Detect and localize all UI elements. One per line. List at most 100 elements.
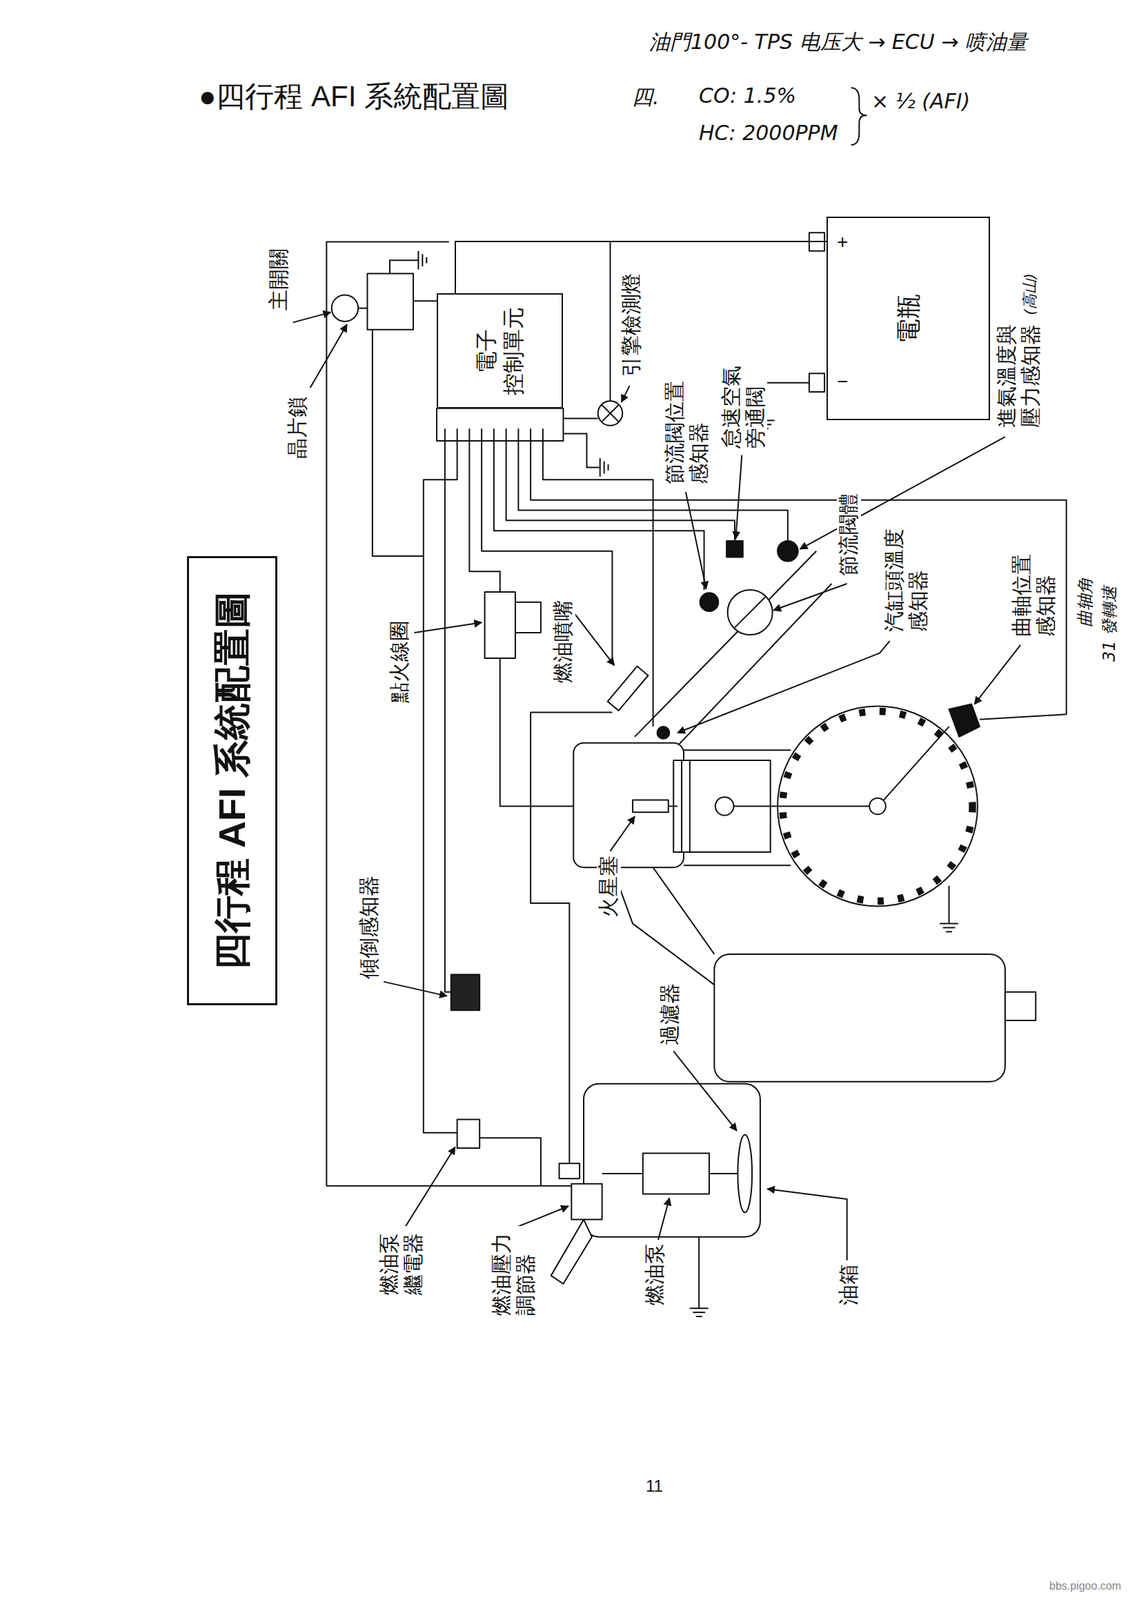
wiring — [372, 329, 424, 557]
engine — [777, 706, 978, 907]
leader-line — [685, 491, 707, 590]
engine — [683, 864, 791, 866]
fuel-tank — [583, 1083, 761, 1237]
intake-system — [727, 589, 773, 635]
intake-system — [734, 596, 766, 628]
engine — [883, 726, 950, 800]
exhaust-muffler — [1005, 992, 1036, 1021]
part-label: 傾倒感知器 — [357, 874, 382, 980]
system-illustration — [293, 87, 1067, 1317]
intake-system — [634, 540, 832, 750]
leader-line — [414, 622, 483, 633]
part-label: 燃油噴嘴 — [551, 599, 576, 684]
fuel-tank — [737, 1134, 752, 1213]
part-label: 節流閥體 — [836, 492, 861, 577]
exhaust-muffler — [611, 867, 715, 985]
rotated-diagram: 四行程 AFI 系統配置圖電子 控制單元電瓶主開關晶片鎖引擎檢測燈節流閥位置 感… — [165, 200, 1132, 1360]
ecu-connector — [505, 428, 508, 441]
intake-system — [657, 726, 670, 739]
relay-and-tip-sensor — [451, 974, 480, 1148]
leader-line — [404, 1147, 456, 1229]
exhaust-muffler — [714, 954, 1006, 1082]
ecu-connector — [436, 408, 563, 441]
leader-line — [610, 816, 635, 851]
engine — [869, 798, 886, 815]
ignition-coil — [515, 602, 541, 633]
leader-line — [677, 640, 890, 733]
exhaust-muffler — [611, 867, 1036, 1082]
relay-and-tip-sensor — [451, 974, 480, 1011]
ground-symbol — [765, 382, 810, 421]
leader-line — [293, 312, 332, 323]
engine — [733, 805, 870, 807]
ground-symbol — [945, 930, 953, 933]
leader-line — [735, 455, 742, 539]
engine — [949, 704, 980, 737]
main-switch — [331, 294, 359, 321]
leader-line — [293, 312, 1022, 1261]
part-label: 過濾器 — [658, 982, 683, 1046]
part-label: 燃油泵 繼電器 — [377, 1225, 425, 1296]
note-text: × ½ (AFI) — [870, 89, 971, 114]
ecu-connector — [436, 408, 563, 441]
ground-symbol — [417, 251, 419, 270]
node-text: 四行程 AFI 系統配置圖 — [209, 591, 255, 971]
battery-terminal — [809, 232, 825, 392]
leader-line — [767, 1188, 847, 1261]
part-label: 怠速空氣 旁通閥 — [719, 358, 768, 450]
fuel-tank — [551, 1219, 592, 1284]
exhaust-muffler — [653, 867, 715, 955]
fuel-injector — [607, 666, 649, 711]
fuel-injector — [607, 666, 649, 711]
part-label: 火星塞 — [596, 854, 621, 919]
part-label: 油箱 — [836, 1263, 861, 1306]
main-switch — [331, 273, 414, 330]
ecu-connector — [480, 428, 483, 441]
engine — [683, 749, 791, 751]
part-label: 點火線圈 — [387, 619, 412, 704]
part-label: 引擎檢測燈 — [619, 272, 644, 378]
ground-symbol — [607, 464, 610, 471]
note-text: 四. — [631, 85, 661, 110]
ecu-box: 電子 控制單元 — [436, 293, 563, 409]
intake-system — [634, 551, 817, 737]
note-text: 11 — [645, 1476, 664, 1496]
note-text: HC: 2000PPM — [698, 121, 839, 146]
ground-symbol — [948, 885, 950, 924]
note-text: bbs.pigoo.com — [1048, 1579, 1122, 1593]
ground-symbol — [692, 1311, 706, 1313]
ground-symbol — [599, 458, 601, 477]
ecu-connector — [456, 428, 459, 441]
leader-line — [621, 385, 630, 403]
wiring — [326, 242, 572, 1186]
part-label: 主開關 — [266, 247, 292, 312]
ecu-connector — [493, 428, 495, 441]
warning-lamp — [602, 404, 619, 422]
ground-symbol — [689, 1307, 709, 1309]
main-switch — [358, 307, 368, 310]
wiring — [530, 440, 1067, 720]
intake-system — [726, 540, 744, 558]
ground-symbol — [562, 433, 600, 468]
ground-symbol — [939, 923, 959, 925]
intake-system — [777, 540, 799, 562]
engine — [689, 760, 691, 853]
wiring — [444, 440, 452, 993]
fuel-tank — [709, 1172, 739, 1175]
leader-line — [573, 611, 615, 666]
page-heading: ●四行程 AFI 系統配置圖 — [198, 77, 510, 116]
part-label: 汽缸頭溫度 感知器 — [882, 521, 930, 633]
ground-symbol — [603, 461, 606, 474]
part-label: 燃油壓力 調節器 — [489, 1225, 538, 1317]
engine — [715, 796, 735, 816]
part-label: 燃油泵 — [642, 1242, 668, 1306]
ignition-coil — [485, 591, 516, 659]
part-label: 31 發轉速 — [1100, 585, 1120, 663]
note-text: CO: 1.5% — [698, 84, 797, 109]
wiring — [481, 440, 612, 661]
ground-symbol — [389, 260, 419, 274]
ground-symbol — [943, 927, 956, 929]
part-label: 節流閥位置 感知器 — [662, 373, 711, 486]
relay-and-tip-sensor — [457, 1119, 481, 1148]
ground-symbol — [421, 253, 423, 267]
